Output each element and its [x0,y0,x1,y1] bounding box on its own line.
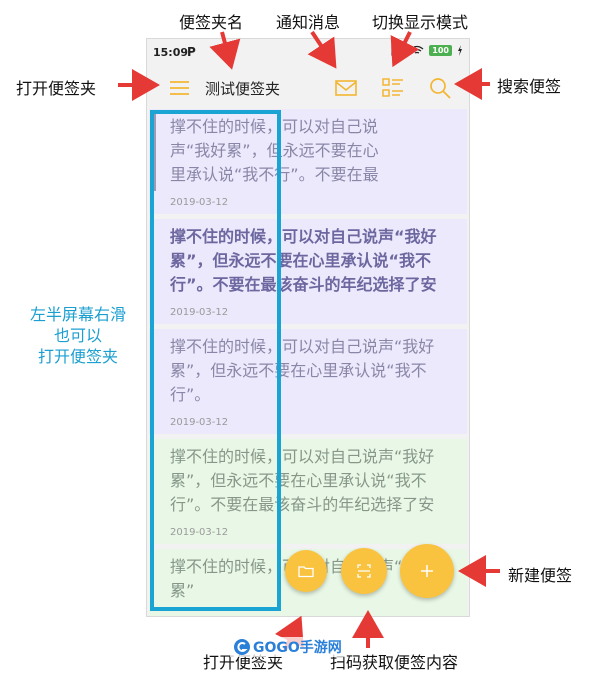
swipe-hint-line: 左半屏幕右滑 [29,305,126,324]
logo-icon [234,639,250,655]
note-line: 行”。不要在最该奋斗的年纪选择了安 [170,495,435,514]
annotation-scan: 扫码获取便签内容 [330,653,459,672]
note-date: 2019-03-12 [170,417,229,428]
note-line: 撑不住的时候，可以对自己说声“我好 [170,447,435,466]
watermark-text: GOGO手游网 [253,640,342,656]
note-card[interactable]: 撑不住的时候，可以对自己说声“我好 累”，但永远不要在心里承认说“我不 行”。不… [149,439,467,544]
new-note-button[interactable] [400,544,454,598]
swipe-area-highlight [150,110,281,611]
toolbar: 测试便签夹 [147,67,469,109]
scan-icon [357,564,371,578]
note-line: 声“我好累”，但永远不要在心 [170,141,379,160]
menu-icon[interactable] [165,73,195,103]
scan-button[interactable] [341,548,387,594]
note-card[interactable]: 撑不住的时候，可以对自己说声“我好 累”，但永远不要在心里承认说“我不 行”。 … [149,329,467,434]
note-line: 撑不住的时候，可以对自己说声“我好 [170,337,435,356]
selected-indicator [152,113,156,191]
annotation-swipe-hint: 左半屏幕右滑 也可以 打开便签夹 [18,304,138,367]
note-card[interactable]: 撑不住的时候，可以对自己说声“我好 累”，但永远不要在心里承认说“我不 行”。不… [149,219,467,324]
annotation-toggle-display: 切换显示模式 [372,13,469,32]
note-line: 累” [170,581,195,600]
note-date: 2019-03-12 [170,307,229,318]
note-date: 2019-03-12 [170,197,229,208]
note-line: 行”。 [170,385,211,404]
annotation-open-folder-bottom: 打开便签夹 [203,653,284,672]
open-folder-button[interactable] [285,550,327,592]
annotation-open-folder: 打开便签夹 [16,79,97,98]
note-line: 撑不住的时候，可以对自己说声“我好 [170,227,437,246]
note-line: 累”，但永远不要在心里承认说“我不 [170,251,432,270]
view-toggle-icon[interactable] [378,73,408,103]
status-p-label: P [187,45,196,59]
annotation-new-note: 新建便签 [508,566,573,585]
annotation-search: 搜索便签 [497,77,562,96]
status-time: 15:09 [153,46,189,59]
plus-icon [421,565,433,577]
charging-icon [458,45,462,56]
swipe-hint-line: 也可以 [53,326,102,345]
swipe-hint-line: 打开便签夹 [37,347,118,366]
note-line: 里承认说“我不行”。不要在最 [170,165,379,184]
mail-icon[interactable] [331,73,361,103]
note-line: 行”。不要在最该奋斗的年纪选择了安 [170,275,437,294]
watermark-logo: GOGO手游网 [230,637,345,657]
note-line: 累”，但永远不要在心里承认说“我不 [170,471,427,490]
annotation-notifications: 通知消息 [276,13,341,32]
annotation-folder-name: 便签夹名 [179,13,244,32]
folder-title: 测试便签夹 [205,80,281,98]
arrow-toggle-display [390,31,420,68]
note-line: 撑不住的时候，可以对自己说 [170,117,379,136]
note-date: 2019-03-12 [170,527,229,538]
note-line: 累”，但永远不要在心里承认说“我不 [170,361,427,380]
arrow-folder-name [209,31,241,70]
battery-badge: 100 [429,45,452,56]
search-icon[interactable] [425,73,455,103]
folder-icon [298,566,314,578]
phone-screen: 15:09 P 100 测试便签夹 撑不住的时候，可以 [146,38,470,617]
note-card[interactable]: 撑不住的时候，可以对自己说 声“我好累”，但永远不要在心 里承认说“我不行”。不… [149,109,467,214]
arrow-notifications [307,30,337,69]
